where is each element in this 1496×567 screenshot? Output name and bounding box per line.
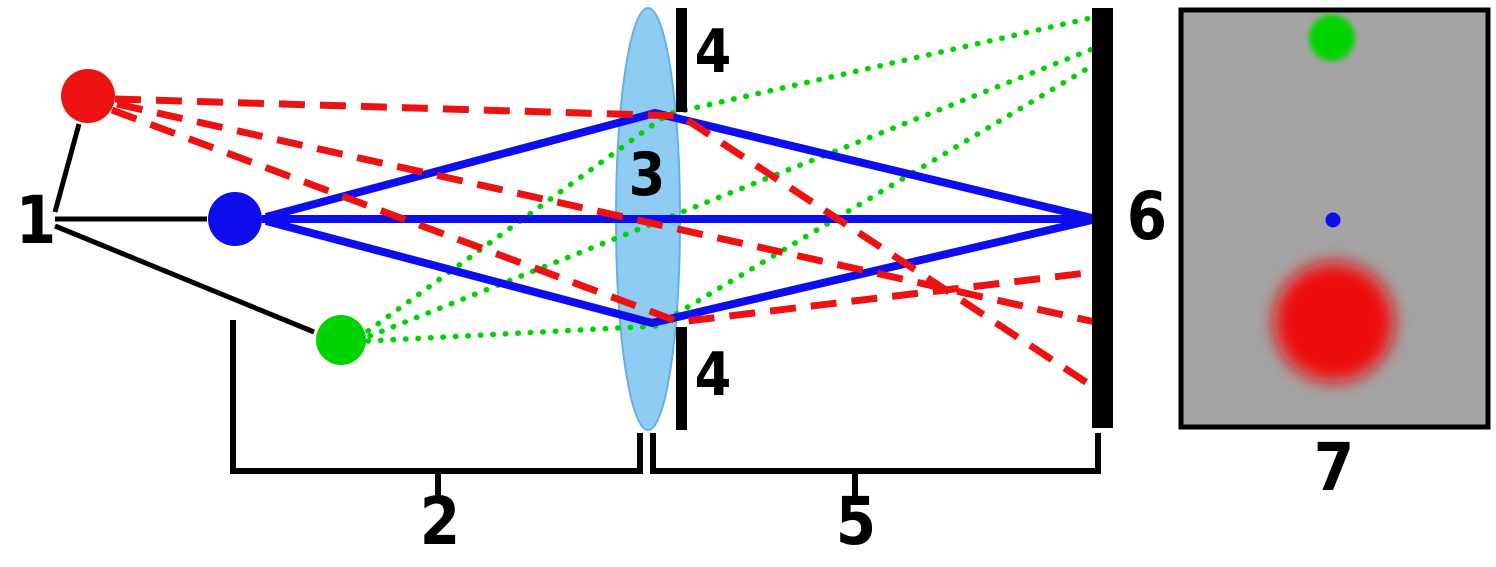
label-pointer-lines <box>52 123 315 335</box>
result-blue-focused-spot <box>1325 212 1341 228</box>
pointer-to-red-source <box>52 123 82 213</box>
red-ray-chief <box>116 100 1096 326</box>
result-red-blur-spot <box>1274 262 1394 382</box>
result-image-panel <box>1178 7 1491 430</box>
label-aperture-top: 4 <box>694 17 732 87</box>
green-ray-top <box>365 14 1098 334</box>
result-green-blur-spot <box>1309 15 1355 61</box>
aperture-bar-bottom <box>676 327 687 430</box>
green-source-dot <box>316 315 366 365</box>
label-sources: 1 <box>15 182 57 259</box>
pointer-to-green-source <box>54 223 315 335</box>
green-ray-bundle <box>365 14 1098 344</box>
object-distance-bracket <box>230 320 643 497</box>
green-ray-chief <box>367 45 1098 339</box>
blue-ray-bottom <box>264 216 1093 327</box>
blue-source-dot <box>208 192 262 246</box>
label-lens: 3 <box>628 140 666 210</box>
red-source-dot <box>61 69 115 123</box>
red-ray-bundle <box>110 95 1097 391</box>
red-ray-top <box>114 95 1097 391</box>
aperture-bar-top <box>676 8 687 112</box>
label-object-distance: 2 <box>419 483 461 560</box>
label-image-distance: 5 <box>835 483 877 560</box>
red-ray-bottom <box>110 106 1096 326</box>
green-ray-bottom <box>365 61 1098 344</box>
image-plane-bar <box>1092 8 1113 428</box>
label-image-result: 7 <box>1313 429 1355 506</box>
label-image-plane: 6 <box>1126 178 1168 255</box>
label-aperture-bottom: 4 <box>694 340 732 410</box>
image-distance-bracket <box>650 433 1101 497</box>
